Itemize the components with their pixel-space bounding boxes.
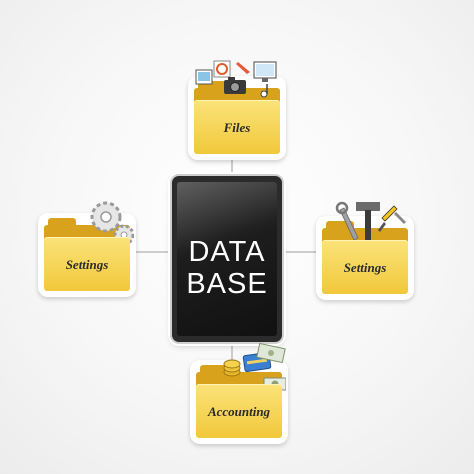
files-icons-group (195, 60, 277, 98)
settings-folder-right[interactable]: Settings (316, 201, 414, 300)
database-title-line2: BASE (186, 268, 268, 300)
database-title-line1: DATA (188, 236, 266, 268)
banknote-icon (256, 342, 286, 364)
pliers-icon (394, 212, 406, 224)
folder-front (194, 100, 280, 154)
monitor-icon (253, 61, 277, 82)
settings-folder-left[interactable]: Settings (38, 201, 136, 297)
coins-icon (223, 359, 241, 377)
gear-icon (90, 201, 122, 233)
accounting-label: Accounting (207, 404, 271, 419)
pencil-icon (236, 62, 250, 74)
folder-front (44, 237, 130, 291)
hammer-icon (356, 202, 380, 244)
accounting-folder[interactable]: Accounting (190, 342, 288, 444)
folder-front (196, 384, 282, 438)
picture-icon (195, 69, 213, 85)
screwdriver-icon (378, 205, 398, 232)
files-label: Files (223, 120, 251, 135)
music-note-icon (260, 84, 268, 98)
recycle-icon (213, 60, 231, 78)
settings-label-left: Settings (65, 257, 109, 272)
wrench-icon (335, 201, 359, 241)
camera-icon (224, 77, 246, 94)
database-tablet[interactable]: DATA BASE (172, 176, 282, 342)
files-folder[interactable]: Files (188, 60, 286, 160)
tablet-screen: DATA BASE (177, 182, 277, 336)
settings-label-right: Settings (343, 260, 387, 275)
folder-front (322, 240, 408, 294)
